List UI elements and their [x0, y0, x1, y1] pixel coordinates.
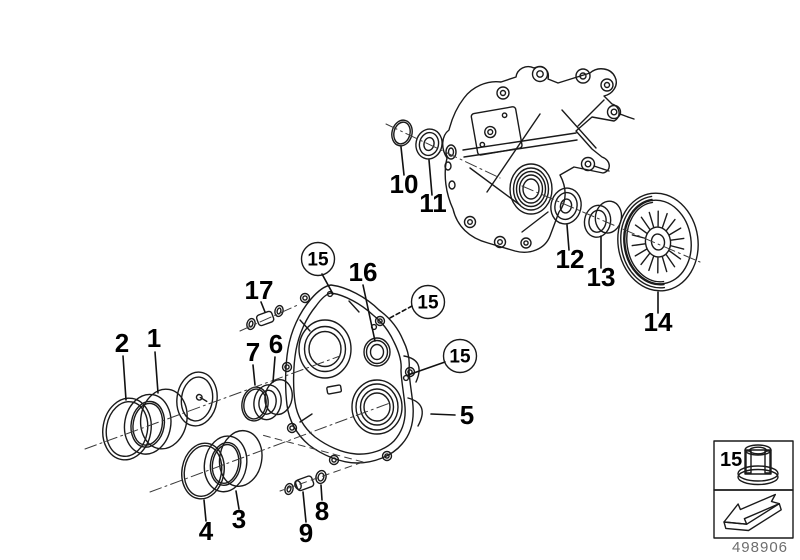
- callout-5[interactable]: 5: [460, 400, 474, 430]
- callout-labels: 1 2 3 4 5 6 7 8 9 10 11 12 13 14 16 17: [115, 169, 673, 548]
- circled-15-c-label[interactable]: 15: [449, 347, 471, 368]
- circled-callout-15-b[interactable]: 15: [410, 284, 446, 320]
- cover-bearing-bore-16: [363, 337, 391, 367]
- callout-10[interactable]: 10: [390, 169, 419, 199]
- callout-2[interactable]: 2: [115, 328, 129, 358]
- sealing-ring-2: [102, 397, 152, 461]
- cover-gasket-bead: [292, 292, 406, 455]
- snap-ring-10: [391, 119, 413, 147]
- axis-lines: [84, 123, 701, 493]
- sealing-ring-8: [315, 469, 327, 485]
- callout-14[interactable]: 14: [644, 307, 673, 337]
- callout-11[interactable]: 11: [419, 188, 447, 218]
- callout-17[interactable]: 17: [245, 275, 274, 305]
- circled-15-b-label[interactable]: 15: [417, 293, 439, 314]
- shaft-seal-12: [550, 187, 582, 225]
- callout-13[interactable]: 13: [587, 262, 616, 292]
- callout-8[interactable]: 8: [315, 496, 329, 526]
- screw-plug-9: [284, 475, 315, 496]
- timing-cover: [281, 284, 423, 466]
- legend-box: 15: [713, 440, 794, 539]
- diagram-number: 498906: [732, 539, 788, 556]
- diaphragm-disc: [176, 371, 218, 427]
- circled-15-a-label[interactable]: 15: [307, 250, 329, 271]
- callout-4[interactable]: 4: [199, 516, 214, 546]
- callout-7[interactable]: 7: [246, 337, 260, 367]
- spacer-ring-3: [203, 429, 263, 493]
- installation-direction-arrow-icon: [723, 493, 782, 532]
- legend-part-number: 15: [720, 449, 742, 471]
- shaft-seal-11: [415, 128, 443, 160]
- callout-16[interactable]: 16: [349, 257, 378, 287]
- cover-outline: [284, 284, 414, 464]
- o-ring-4: [181, 442, 225, 500]
- pump-housing: [442, 65, 635, 253]
- cover-bolt-holes: [281, 292, 416, 466]
- callout-6[interactable]: 6: [269, 329, 283, 359]
- spacer-ring-1: [123, 388, 188, 455]
- cover-lower-bore: [351, 379, 403, 435]
- screw-plug-17: [246, 304, 284, 331]
- cover-upper-bore: [298, 319, 352, 379]
- o-ring-7: [241, 386, 269, 422]
- pulley-spoke-slots: [631, 210, 685, 274]
- callout-3[interactable]: 3: [232, 504, 246, 534]
- callout-9[interactable]: 9: [299, 518, 313, 548]
- circled-callout-15-c[interactable]: 15: [442, 338, 478, 374]
- belt-pulley-14: [617, 192, 699, 292]
- callout-1[interactable]: 1: [147, 323, 161, 353]
- housing-seal-bore: [509, 163, 553, 215]
- legend-direction-cell: [713, 489, 794, 539]
- leader-lines: [122, 146, 659, 523]
- sleeve-ring-6: [253, 379, 293, 421]
- pulley-belt-grooves: [620, 195, 666, 289]
- callout-12[interactable]: 12: [556, 244, 585, 274]
- housing-face-plate: [470, 106, 523, 156]
- circled-callout-15-a[interactable]: 15: [300, 241, 336, 277]
- bushing-sleeve-icon: [737, 444, 779, 486]
